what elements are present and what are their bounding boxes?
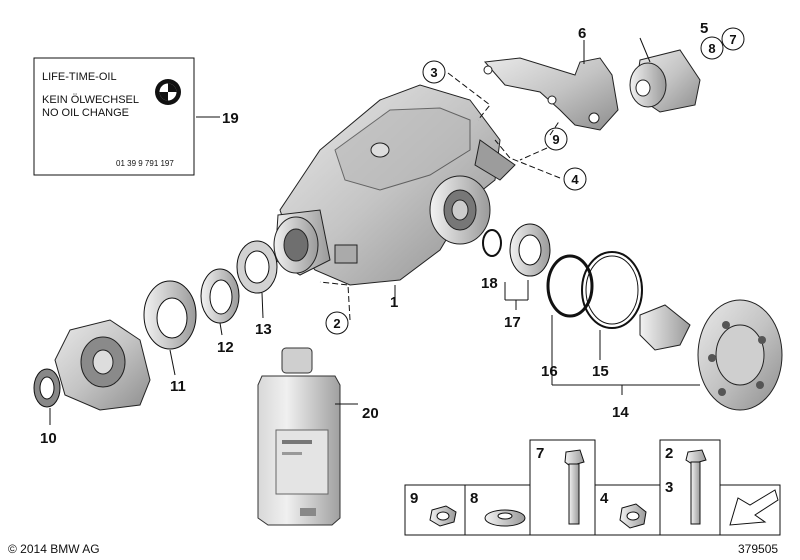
leader-lines bbox=[49, 37, 700, 425]
callout-8: 8 bbox=[700, 36, 724, 60]
output-flange-shaft bbox=[639, 299, 783, 411]
rubber-mount bbox=[629, 49, 701, 113]
hardware-kit-panel: 9 8 7 4 2 3 bbox=[404, 439, 781, 536]
flange-nut-icon bbox=[429, 505, 457, 527]
callout-17: 17 bbox=[504, 314, 521, 331]
svg-text:4: 4 bbox=[571, 172, 579, 187]
shim-ring-15 bbox=[581, 251, 643, 329]
label-line-1: LIFE-TIME-OIL bbox=[42, 71, 117, 83]
seal-ring-13 bbox=[236, 240, 278, 294]
oil-bottle bbox=[257, 347, 341, 526]
svg-text:8: 8 bbox=[708, 41, 715, 56]
kit-label-3: 3 bbox=[665, 479, 673, 496]
shaft-seal-10 bbox=[33, 368, 61, 408]
callout-1: 1 bbox=[390, 294, 398, 311]
callout-12: 12 bbox=[217, 339, 234, 356]
svg-text:7: 7 bbox=[729, 32, 736, 47]
hex-nut-icon bbox=[619, 503, 647, 529]
callout-7: 7 bbox=[721, 27, 745, 51]
callout-3: 3 bbox=[422, 60, 446, 84]
svg-text:9: 9 bbox=[552, 132, 559, 147]
callout-16: 16 bbox=[541, 363, 558, 380]
kit-label-7: 7 bbox=[536, 445, 544, 462]
o-ring-18 bbox=[482, 229, 502, 257]
label-part-number: 01 39 9 791 197 bbox=[116, 159, 174, 168]
drive-flange-left bbox=[54, 319, 151, 411]
seal-ring-17 bbox=[509, 223, 551, 277]
shim-ring-16 bbox=[546, 254, 594, 318]
svg-text:2: 2 bbox=[333, 316, 340, 331]
label-line-2: KEIN ÖLWECHSEL bbox=[42, 94, 139, 106]
bmw-roundel-logo-icon bbox=[155, 79, 181, 105]
callout-4: 4 bbox=[563, 167, 587, 191]
diagram-number: 379505 bbox=[738, 542, 778, 556]
seal-ring-12 bbox=[200, 268, 240, 324]
callout-2: 2 bbox=[325, 311, 349, 335]
kit-label-9: 9 bbox=[410, 490, 418, 507]
oil-label-sticker: LIFE-TIME-OIL KEIN ÖLWECHSEL NO OIL CHAN… bbox=[33, 57, 195, 176]
copyright-text: © 2014 BMW AG bbox=[8, 542, 100, 556]
callout-5: 5 bbox=[700, 20, 708, 37]
svg-text:3: 3 bbox=[430, 65, 437, 80]
callout-19: 19 bbox=[222, 110, 239, 127]
callout-10: 10 bbox=[40, 430, 57, 447]
seal-ring-11 bbox=[143, 280, 197, 350]
callout-15: 15 bbox=[592, 363, 609, 380]
differential-housing bbox=[273, 84, 516, 286]
callout-13: 13 bbox=[255, 321, 272, 338]
callout-18: 18 bbox=[481, 275, 498, 292]
bolt-long-icon bbox=[564, 449, 585, 525]
callout-9: 9 bbox=[544, 127, 568, 151]
mounting-bracket bbox=[483, 57, 619, 131]
bolt-flange-icon bbox=[685, 449, 707, 525]
direction-arrow-icon bbox=[729, 489, 779, 526]
kit-label-2: 2 bbox=[665, 445, 673, 462]
label-line-3: NO OIL CHANGE bbox=[42, 107, 129, 119]
callout-20: 20 bbox=[362, 405, 379, 422]
kit-label-8: 8 bbox=[470, 490, 478, 507]
callout-6: 6 bbox=[578, 25, 586, 42]
callout-14: 14 bbox=[612, 404, 629, 421]
kit-label-4: 4 bbox=[600, 490, 609, 507]
callout-11: 11 bbox=[170, 378, 186, 395]
washer-icon bbox=[484, 509, 526, 527]
